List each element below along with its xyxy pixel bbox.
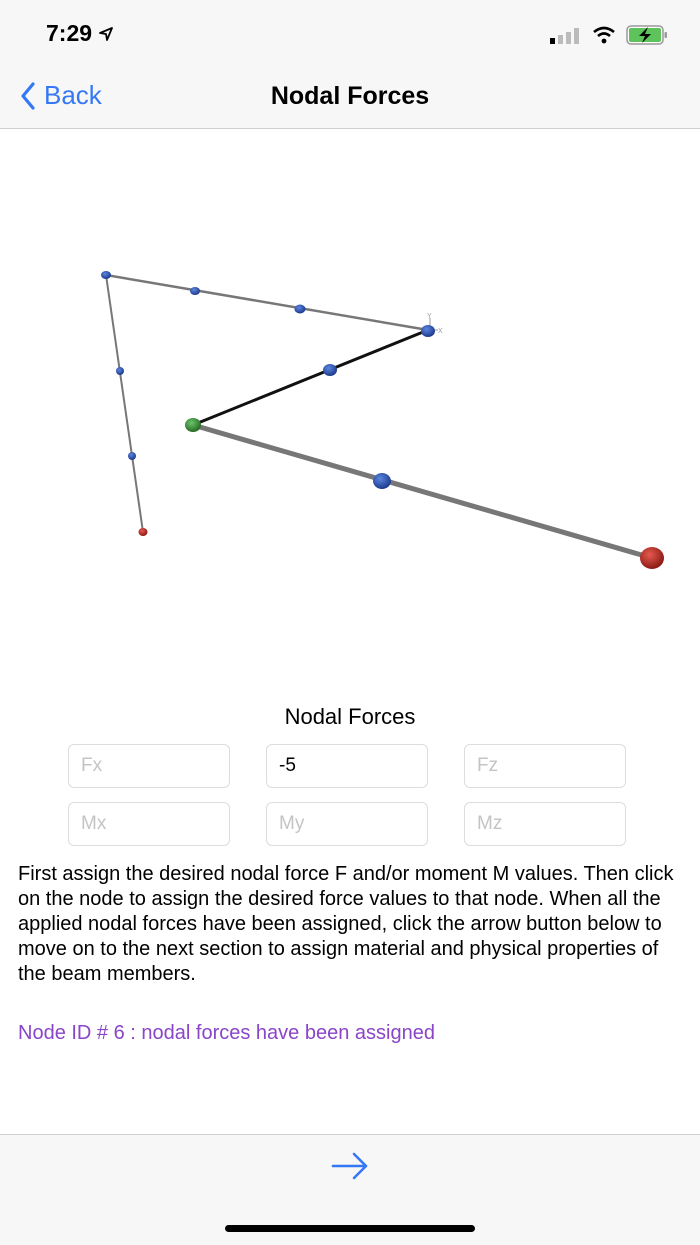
node[interactable]	[294, 304, 306, 314]
my-input[interactable]	[266, 802, 428, 846]
status-time: 7:29	[46, 20, 114, 47]
structure-3d-view[interactable]: Y X	[0, 129, 700, 689]
node[interactable]	[373, 473, 391, 489]
beam-member[interactable]	[192, 328, 429, 427]
beam-member[interactable]	[192, 422, 653, 561]
mx-input[interactable]	[68, 802, 230, 846]
node[interactable]	[190, 287, 200, 295]
node[interactable]	[116, 367, 124, 375]
bottom-toolbar	[0, 1134, 700, 1245]
arrow-right-icon	[331, 1152, 368, 1180]
axis-y-label: Y	[427, 313, 432, 320]
beam-member[interactable]	[105, 273, 429, 332]
node[interactable]	[421, 325, 435, 337]
node[interactable]	[128, 452, 136, 460]
navigation-bar: Back Nodal Forces	[0, 70, 700, 129]
battery-charging-icon	[626, 25, 667, 45]
home-indicator	[225, 1225, 475, 1232]
node[interactable]	[101, 271, 111, 279]
selected-node[interactable]	[185, 418, 201, 432]
back-label: Back	[44, 80, 102, 110]
fz-input[interactable]	[464, 744, 626, 788]
axis-x-label: X	[438, 328, 443, 335]
section-title: Nodal Forces	[284, 704, 416, 729]
support-node[interactable]	[138, 528, 148, 536]
status-bar: 7:29	[0, 0, 700, 70]
assignment-status: Node ID # 6 : nodal forces have been ass…	[18, 1022, 435, 1044]
instructions-text: First assign the desired nodal force F a…	[18, 863, 674, 985]
chevron-left-icon	[21, 81, 35, 110]
signal-icon	[550, 28, 579, 44]
fy-input[interactable]	[266, 744, 428, 788]
node[interactable]	[323, 364, 337, 376]
time-text: 7:29	[46, 20, 93, 46]
wifi-icon	[593, 26, 615, 44]
fx-input[interactable]	[68, 744, 230, 788]
beam-member[interactable]	[105, 274, 144, 533]
location-arrow-icon	[99, 27, 114, 41]
page-title: Nodal Forces	[270, 82, 430, 110]
mz-input[interactable]	[464, 802, 626, 846]
support-node[interactable]	[640, 547, 664, 569]
back-button[interactable]: Back	[20, 80, 102, 111]
next-button[interactable]	[330, 1149, 370, 1188]
